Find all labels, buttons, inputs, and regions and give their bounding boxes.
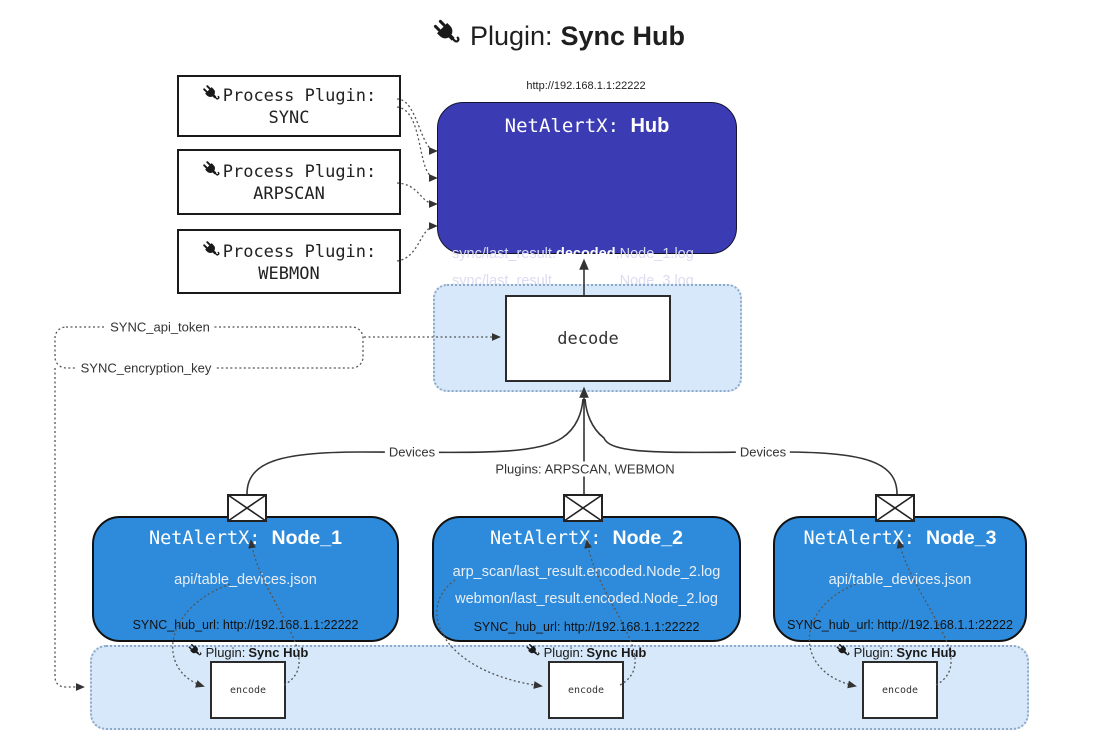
process-plugin-label: Process Plugin: [222,162,377,182]
band-plugin-name: Sync Hub [248,644,309,660]
band-plugin-label: Plugin: Sync Hub [836,643,957,661]
process-plugin-label: Process Plugin: [222,241,377,262]
node-file: api/table_devices.json [174,572,317,588]
band-plugin-name: Sync Hub [896,644,957,660]
process-plugin-name: ARPSCAN [253,184,325,204]
band-plugin-prefix: Plugin: [205,644,246,660]
edge-label-plugins: Plugins: ARPSCAN, WEBMON [491,461,679,477]
node-file: webmon/last_result.encoded.Node_2.log [455,591,718,607]
envelope-icon [563,494,603,527]
hub-url-label: http://192.168.1.1:22222 [526,80,646,92]
node-title: NetAlertX: Node_2 [490,527,683,549]
encode-box: encode [548,661,624,719]
band-plugin-prefix: Plugin: [543,644,584,660]
plug-icon [202,240,221,264]
envelope-icon [227,494,267,527]
edge-label-devices-left: Devices [384,444,440,460]
process-plugin-webmon-box: Process Plugin: WEBMON [177,229,401,294]
page-title: Plugin: Sync Hub [0,18,1117,55]
edge-label-encryption-key: SYNC_encryption_key [76,360,216,376]
envelope-icon [875,494,915,527]
node-title: NetAlertX: Node_1 [149,527,342,549]
node-3-box: NetAlertX: Node_3 api/table_devices.json… [773,516,1027,642]
encode-label: encode [229,684,267,696]
encode-label: encode [881,684,919,696]
band-plugin-name: Sync Hub [586,644,647,660]
title-name: Sync Hub [560,21,686,51]
band-plugin-label: Plugin: Sync Hub [526,643,647,661]
plug-icon [202,84,221,108]
edge-label-devices-right: Devices [735,444,791,460]
band-plugin-prefix: Plugin: [853,644,894,660]
process-plugin-name: WEBMON [258,263,320,284]
encode-label: encode [567,684,605,696]
plug-icon [526,643,541,661]
node-hub-url: SYNC_hub_url: http://192.168.1.1:22222 [787,618,1013,632]
decode-box: decode [505,295,671,382]
process-plugin-sync-box: Process Plugin: SYNC [177,75,401,137]
title-prefix: Plugin: [469,21,553,51]
node-hub-url: SYNC_hub_url: http://192.168.1.1:22222 [132,618,359,632]
process-plugin-arpscan-box: Process Plugin: ARPSCAN [177,149,401,215]
band-plugin-label: Plugin: Sync Hub [188,643,309,661]
plug-icon [188,643,203,661]
node-hub-url: SYNC_hub_url: http://192.168.1.1:22222 [473,620,700,634]
node-2-box: NetAlertX: Node_2 arp_scan/last_result.e… [432,516,741,642]
hub-title: NetAlertX: Hub [504,115,670,137]
decode-label: decode [557,328,619,349]
plug-icon [432,18,462,55]
node-title: NetAlertX: Node_3 [803,527,997,549]
edge-label-api-token: SYNC_api_token [106,319,214,335]
node-file: api/table_devices.json [828,572,972,588]
node-1-box: NetAlertX: Node_1 api/table_devices.json… [92,516,399,642]
process-plugin-name: SYNC [268,108,310,128]
encode-box: encode [210,661,286,719]
hub-file-row: sync/last_result.decoded.Node_1.log [452,246,694,262]
encode-box: encode [862,661,938,719]
node-file: arp_scan/last_result.encoded.Node_2.log [452,564,721,580]
plug-icon [836,643,851,661]
process-plugin-label: Process Plugin: [222,86,377,106]
hub-box: NetAlertX: Hub sync/last_result.decoded.… [437,102,737,337]
plug-icon [202,160,221,184]
